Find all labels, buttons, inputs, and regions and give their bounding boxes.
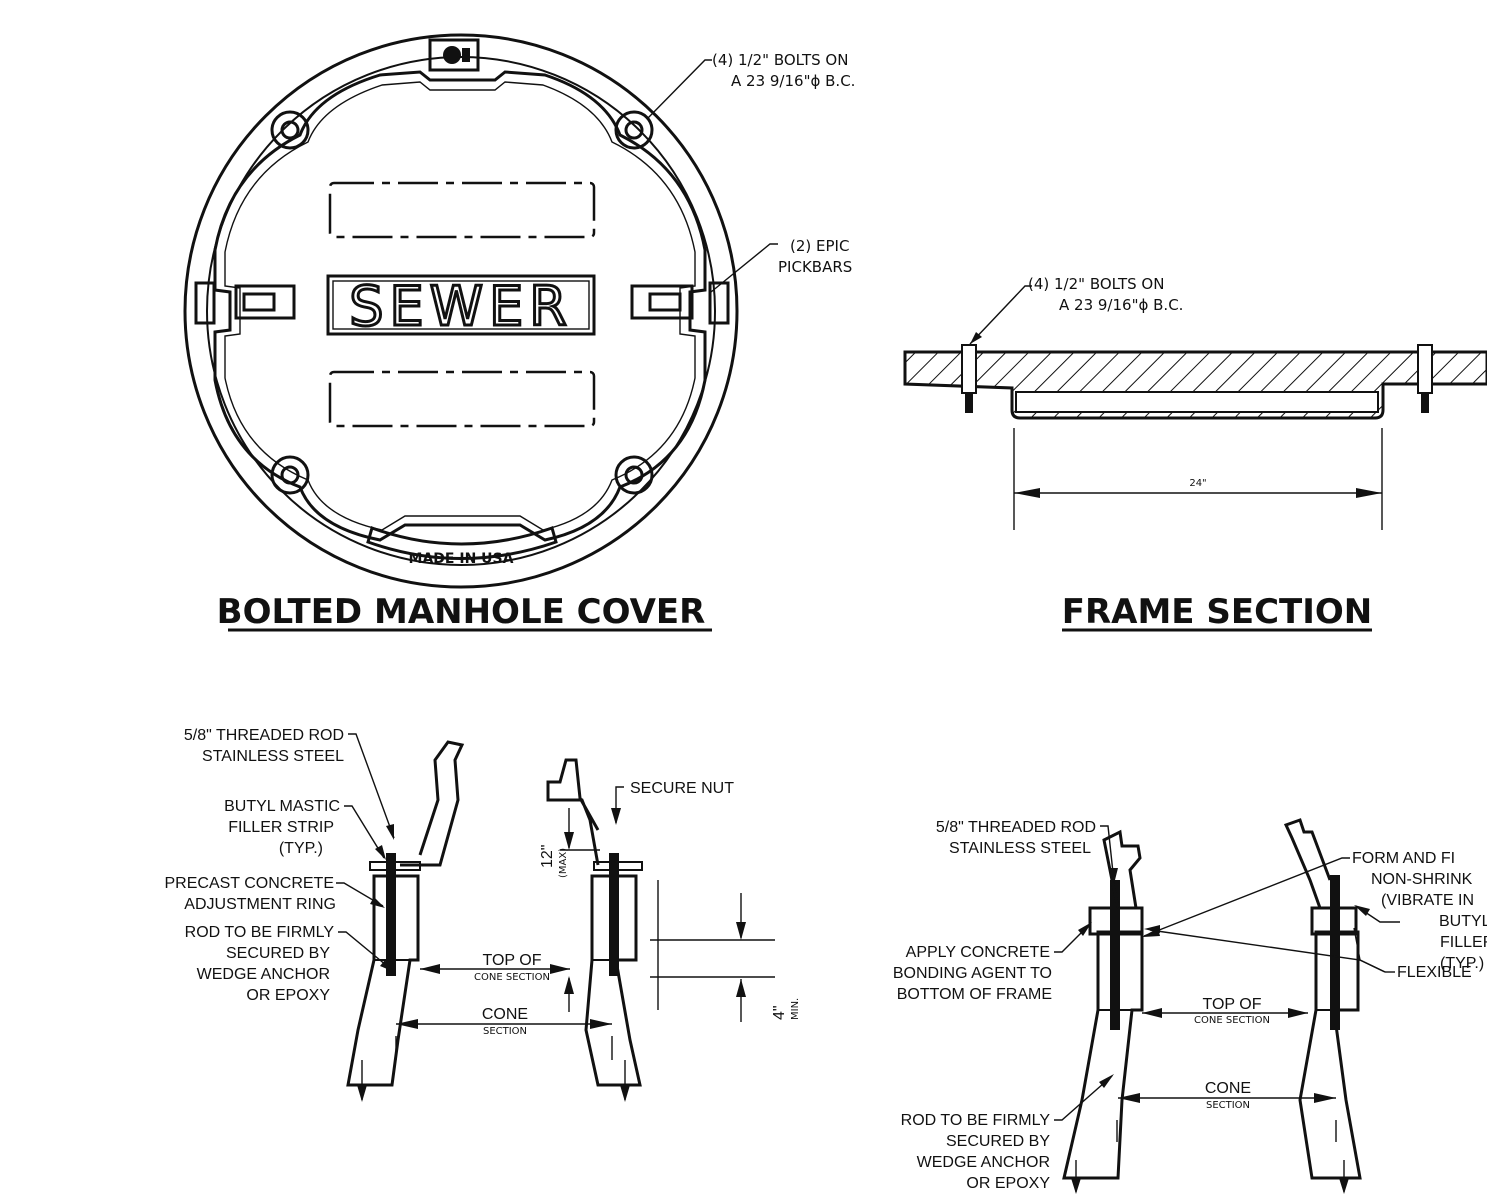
- frame-title: FRAME SECTION: [1062, 592, 1372, 632]
- left-dim-12: 12": [539, 845, 556, 868]
- right-butyl-line3: (TYP.): [1440, 955, 1484, 972]
- left-mastic-line3: (TYP.): [279, 840, 323, 857]
- left-dim-min: MIN.: [790, 998, 801, 1020]
- made-in-usa-label: MADE IN USA: [409, 551, 514, 567]
- bolt-hole-tr: [614, 110, 654, 150]
- cover-bolts-callout-line2: A 23 9/16"ϕ B.C.: [731, 72, 855, 90]
- right-butyl-line1: BUTYL: [1439, 913, 1487, 930]
- bolt-hole-bl: [270, 455, 310, 495]
- right-cone-label: CONE: [1205, 1080, 1251, 1097]
- left-mastic-line1: BUTYL MASTIC: [224, 798, 340, 815]
- right-form-line1: FORM AND FI: [1352, 850, 1455, 867]
- right-bonding-line3: BOTTOM OF FRAME: [897, 986, 1052, 1003]
- left-rod-line1: 5/8" THREADED ROD: [184, 727, 344, 744]
- left-secure-nut: SECURE NUT: [630, 780, 734, 797]
- frame-bolts-callout-line1: (4) 1/2" BOLTS ON: [1028, 275, 1164, 293]
- right-rod-line1: 5/8" THREADED ROD: [936, 819, 1096, 836]
- right-anchor-line2: SECURED BY: [946, 1133, 1050, 1150]
- left-anchor-line4: OR EPOXY: [246, 987, 330, 1004]
- right-section-label: SECTION: [1206, 1100, 1250, 1111]
- pickbars-callout-line1: (2) EPIC: [790, 237, 849, 255]
- frame-section: 24" (4) 1/2" BOLTS ON A 23 9/16"ϕ B.C. F…: [903, 275, 1487, 632]
- manhole-cover-plan: SEWER MADE IN USA (4) 1/2" BOLTS ON A 23…: [183, 33, 855, 632]
- adjustment-detail-right: TOP OF CONE SECTION CONE SECTION 5/8" TH…: [893, 818, 1487, 1194]
- bolt-hole-br: [614, 455, 654, 495]
- right-form-line2: NON-SHRINK: [1371, 871, 1473, 888]
- right-flexible-label: FLEXIBLE: [1397, 964, 1472, 981]
- left-anchor-line3: WEDGE ANCHOR: [197, 966, 330, 983]
- bolt-hole-tl: [270, 110, 310, 150]
- right-rod-line2: STAINLESS STEEL: [949, 840, 1091, 857]
- left-cone-section-small: CONE SECTION: [474, 972, 550, 983]
- left-section-label: SECTION: [483, 1026, 527, 1037]
- left-anchor-line2: SECURED BY: [226, 945, 330, 962]
- right-anchor-line4: OR EPOXY: [966, 1175, 1050, 1192]
- left-mastic-line2: FILLER STRIP: [228, 819, 334, 836]
- right-top-of-label: TOP OF: [1203, 996, 1262, 1013]
- left-ring-line1: PRECAST CONCRETE: [164, 875, 334, 892]
- right-bonding-line1: APPLY CONCRETE: [906, 944, 1050, 961]
- right-anchor-line1: ROD TO BE FIRMLY: [901, 1112, 1051, 1129]
- pickbars-callout-line2: PICKBARS: [778, 258, 852, 276]
- right-anchor-line3: WEDGE ANCHOR: [917, 1154, 1050, 1171]
- left-ring-line2: ADJUSTMENT RING: [184, 896, 336, 913]
- cover-title: BOLTED MANHOLE COVER: [217, 592, 706, 632]
- cover-bolts-callout-line1: (4) 1/2" BOLTS ON: [712, 51, 848, 69]
- right-cone-section-small: CONE SECTION: [1194, 1015, 1270, 1026]
- left-dim-4: 4": [771, 1005, 788, 1020]
- pickbar-right: [630, 281, 730, 325]
- right-butyl-line2: FILLER: [1440, 934, 1487, 951]
- frame-dimension: 24": [1189, 478, 1206, 489]
- pickbar-left: [194, 281, 296, 325]
- sewer-lettering: SEWER: [349, 275, 572, 338]
- left-anchor-line1: ROD TO BE FIRMLY: [185, 924, 335, 941]
- left-dim-max: (MAX): [558, 848, 569, 878]
- right-form-line3: (VIBRATE IN: [1381, 892, 1474, 909]
- left-top-of-label: TOP OF: [483, 952, 542, 969]
- left-rod-line2: STAINLESS STEEL: [202, 748, 344, 765]
- right-bonding-line2: BONDING AGENT TO: [893, 965, 1052, 982]
- left-cone-label: CONE: [482, 1006, 528, 1023]
- adjustment-detail-left: TOP OF CONE SECTION CONE SECTION 12" (MA…: [164, 727, 801, 1102]
- frame-bolts-callout-line2: A 23 9/16"ϕ B.C.: [1059, 296, 1183, 314]
